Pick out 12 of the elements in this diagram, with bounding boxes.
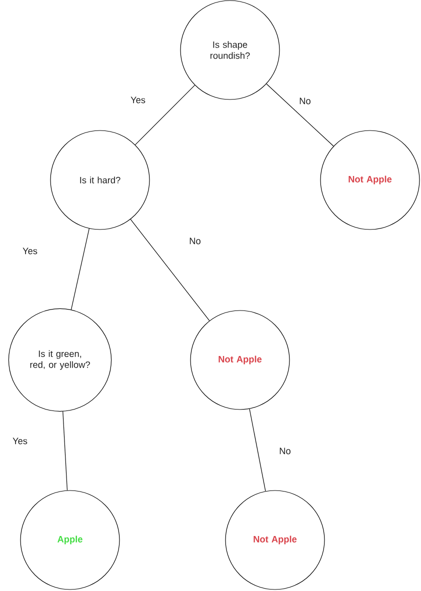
connector-line <box>70 228 90 310</box>
edge-label: No <box>280 448 290 454</box>
edge-label: No <box>190 238 200 244</box>
connector-line <box>62 411 68 491</box>
connector-line <box>130 219 210 321</box>
connector-line <box>266 84 334 146</box>
edge-label: No <box>300 98 310 104</box>
edge-label: Yes <box>12 438 28 444</box>
connector-line <box>134 84 196 146</box>
connector-line <box>249 408 266 492</box>
edge-label: Yes <box>22 248 38 254</box>
edge-label: Yes <box>130 96 146 104</box>
